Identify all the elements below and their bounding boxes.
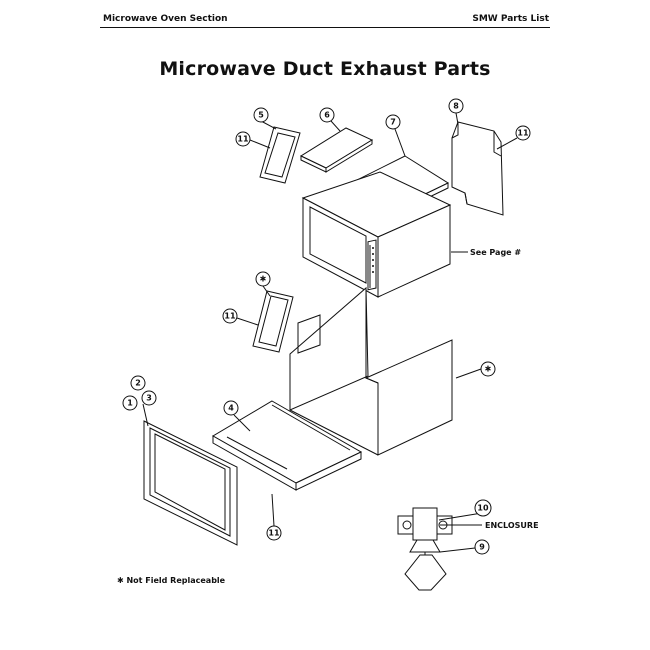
callout-4-number: 4 [228, 404, 234, 413]
callout-5-number: 5 [258, 111, 264, 120]
part-6-duct-plate [299, 127, 374, 173]
callout-star-cabinet: ✱ [480, 361, 496, 377]
callout-10-number: 10 [477, 504, 489, 513]
callout-1-number: 1 [127, 399, 133, 408]
callout-11-right-number: 11 [517, 129, 529, 138]
see-page-label: See Page # [470, 248, 521, 257]
callout-11-bottom-number: 11 [268, 529, 280, 538]
enclosure-label: ENCLOSURE [485, 521, 539, 530]
callout-3: 3 [141, 390, 157, 406]
callout-7-number: 7 [390, 118, 396, 127]
callout-1: 1 [122, 395, 138, 411]
callout-9: 9 [474, 539, 490, 555]
leader-lines [142, 112, 518, 553]
callout-3-number: 3 [146, 394, 152, 403]
callout-star-filter-symbol: ✱ [260, 275, 267, 284]
microwave-oven [301, 171, 452, 298]
part-5-filter-frame [259, 126, 301, 184]
part-star-filter [252, 290, 294, 353]
callout-5: 5 [253, 107, 269, 123]
callout-8-number: 8 [453, 102, 459, 111]
part-1-2-3-door-frame [143, 420, 238, 546]
callout-6: 6 [319, 107, 335, 123]
not-field-replaceable-note: ✱ Not Field Replaceable [117, 576, 226, 585]
callout-2: 2 [130, 375, 146, 391]
callout-11-bottom: 11 [266, 525, 282, 541]
section-header: Microwave Oven Section [103, 14, 228, 24]
callout-star-filter: ✱ [255, 271, 271, 287]
callout-9-number: 9 [479, 543, 485, 552]
callout-star-cabinet-symbol: ✱ [485, 365, 492, 374]
callout-11-middle: 11 [222, 308, 238, 324]
part-4-tray [212, 400, 363, 491]
callout-8: 8 [448, 98, 464, 114]
callout-7: 7 [385, 114, 401, 130]
callout-11-middle-number: 11 [224, 312, 236, 321]
part-9-10-enclosure-detail [397, 507, 453, 591]
callout-6-number: 6 [324, 111, 330, 120]
callout-11-top-number: 11 [237, 135, 249, 144]
callout-11-top: 11 [235, 131, 251, 147]
callout-2-number: 2 [135, 379, 141, 388]
part-8-side-bracket [451, 121, 504, 216]
callout-4: 4 [223, 400, 239, 416]
callout-11-right: 11 [515, 125, 531, 141]
page-title: Microwave Duct Exhaust Parts [159, 58, 491, 80]
callout-10: 10 [474, 499, 492, 517]
header-rule [100, 27, 550, 28]
parts-list-header: SMW Parts List [472, 14, 549, 24]
cabinet-enclosure [289, 286, 453, 456]
